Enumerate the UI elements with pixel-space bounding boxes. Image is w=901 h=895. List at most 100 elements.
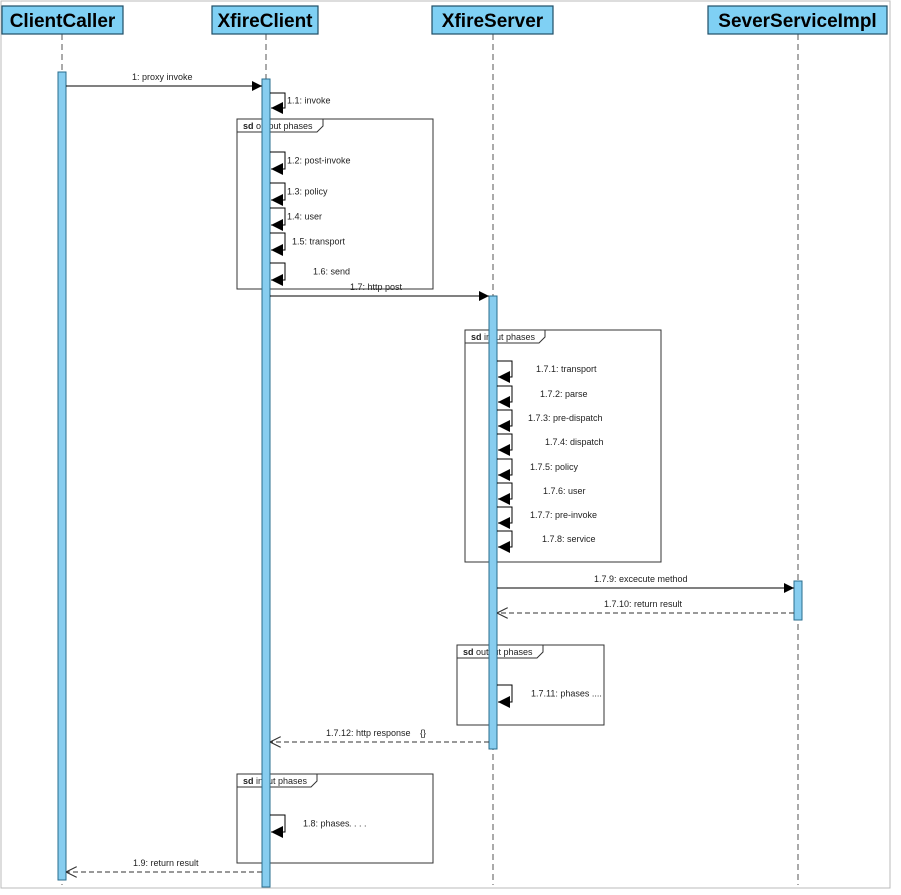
message-m1_1: 1.1: invoke <box>270 92 331 114</box>
message-extra: . . . . <box>349 819 367 829</box>
frame-title-text: input phases <box>482 332 536 342</box>
message-m1_7_11: 1.7.11: phases .... <box>497 684 602 708</box>
self-message-arrow <box>497 433 513 456</box>
frame-border <box>456 644 605 726</box>
self-message-arrow <box>497 506 513 529</box>
message-m1_7_7: 1.7.7: pre-invoke <box>497 506 597 529</box>
message-label: 1: proxy invoke <box>132 72 193 82</box>
frame-server-input: sd input phases <box>464 329 662 563</box>
message-m1_7_1: 1.7.1: transport <box>497 360 597 383</box>
message-label: 1.7.2: parse <box>540 389 588 399</box>
frame-border <box>236 773 434 864</box>
message-label: 1.7.7: pre-invoke <box>530 510 597 520</box>
activation-bars <box>57 71 803 888</box>
message-m1_9: 1.9: return result <box>66 858 262 872</box>
message-label: 1.3: policy <box>287 187 328 197</box>
lifeline-head-box <box>211 5 319 35</box>
frame-tag-pentagon <box>237 119 324 133</box>
frame-tag-pentagon <box>465 330 546 344</box>
activation-bar-xfireclient <box>261 78 271 888</box>
message-m1_4: 1.4: user <box>270 207 322 231</box>
activation-bar-xfireserver <box>488 295 498 750</box>
lifeline-head-xfireclient: XfireClient <box>211 5 319 35</box>
message-m1_7: 1.7: http post <box>270 282 489 301</box>
lifeline-head-clientcaller: ClientCaller <box>1 5 124 35</box>
self-message-arrow <box>270 814 286 838</box>
message-m1_7_6: 1.7.6: user <box>497 482 586 505</box>
message-m1_7_12: 1.7.12: http response {} <box>270 728 489 742</box>
message-label: 1.7.4: dispatch <box>545 437 604 447</box>
lifeline-head-box <box>431 5 554 35</box>
message-label: 1.2: post-invoke <box>287 156 351 166</box>
message-label: 1.8: phases <box>303 819 350 829</box>
frame-client-input: sd input phases <box>236 773 434 864</box>
message-m1_6: 1.6: send <box>270 262 350 286</box>
lifeline-head-box <box>707 5 888 35</box>
lifeline-head-severserviceimpl: SeverServiceImpl <box>707 5 888 35</box>
self-message-arrow <box>497 482 513 505</box>
message-m1_7_8: 1.7.8: service <box>497 530 596 553</box>
self-message-arrow <box>270 92 286 114</box>
message-m1_7_5: 1.7.5: policy <box>497 458 579 481</box>
frame-title: sd output phases <box>463 647 533 657</box>
message-label: 1.7: http post <box>350 282 403 292</box>
self-message-arrow <box>270 151 286 175</box>
message-m1: 1: proxy invoke <box>66 72 262 91</box>
self-message-arrow <box>497 385 513 408</box>
self-message-arrow <box>497 530 513 553</box>
message-m1_8: 1.8: phases. . . . <box>270 814 367 838</box>
self-message-arrow <box>270 207 286 231</box>
lifeline-name: SeverServiceImpl <box>718 11 876 32</box>
frame-keyword: sd <box>243 776 254 786</box>
message-m1_3: 1.3: policy <box>270 182 328 206</box>
message-label: 1.7.8: service <box>542 534 596 544</box>
self-message-arrow <box>497 684 513 708</box>
self-message-arrow <box>270 262 286 286</box>
message-label: 1.7.12: http response <box>326 728 411 738</box>
frame-title-text: input phases <box>254 776 308 786</box>
message-m1_7_3: 1.7.3: pre-dispatch <box>497 409 603 432</box>
frame-keyword: sd <box>463 647 474 657</box>
self-message-arrow <box>270 182 286 206</box>
self-message-arrow <box>270 232 286 256</box>
frame-title: sd input phases <box>243 776 308 786</box>
message-m1_2: 1.2: post-invoke <box>270 151 351 175</box>
message-label: 1.6: send <box>313 267 350 277</box>
message-label: 1.7.5: policy <box>530 462 579 472</box>
message-label: 1.7.6: user <box>543 486 586 496</box>
lifeline-name: XfireServer <box>442 11 544 32</box>
message-extra: {} <box>420 728 426 738</box>
lifeline-head-box <box>1 5 124 35</box>
frame-title: sd output phases <box>243 121 313 131</box>
lifeline-heads: ClientCaller XfireClient XfireServer SeverS… <box>1 5 888 35</box>
self-message-arrow <box>497 360 513 383</box>
frame-keyword: sd <box>471 332 482 342</box>
message-label: 1.5: transport <box>292 237 346 247</box>
message-label: 1.7.3: pre-dispatch <box>528 413 603 423</box>
self-message-arrow <box>497 458 513 481</box>
message-m1_5: 1.5: transport <box>270 232 346 256</box>
message-label: 1.4: user <box>287 212 322 222</box>
activation-bar-clientcaller <box>57 71 67 881</box>
message-label: 1.1: invoke <box>287 96 331 106</box>
messages: 1: proxy invoke 1.1: invoke 1.2: post-invo… <box>66 72 794 872</box>
frame-tag-pentagon <box>237 774 318 788</box>
activation-bar-severserviceimpl <box>793 580 803 621</box>
message-label: 1.7.11: phases .... <box>531 689 602 699</box>
frame-border <box>236 118 434 290</box>
message-m1_7_2: 1.7.2: parse <box>497 385 588 408</box>
message-m1_7_4: 1.7.4: dispatch <box>497 433 604 456</box>
frame-title: sd input phases <box>471 332 536 342</box>
lifeline-name: XfireClient <box>217 11 313 32</box>
message-label: 1.9: return result <box>133 858 199 868</box>
message-m1_7_10: 1.7.10: return result <box>497 599 794 613</box>
message-label: 1.7.10: return result <box>604 599 683 609</box>
message-label: 1.7.1: transport <box>536 364 597 374</box>
self-message-arrow <box>497 409 513 432</box>
message-label: 1.7.9: excecute method <box>594 574 688 584</box>
frame-title-text: output phases <box>254 121 314 131</box>
